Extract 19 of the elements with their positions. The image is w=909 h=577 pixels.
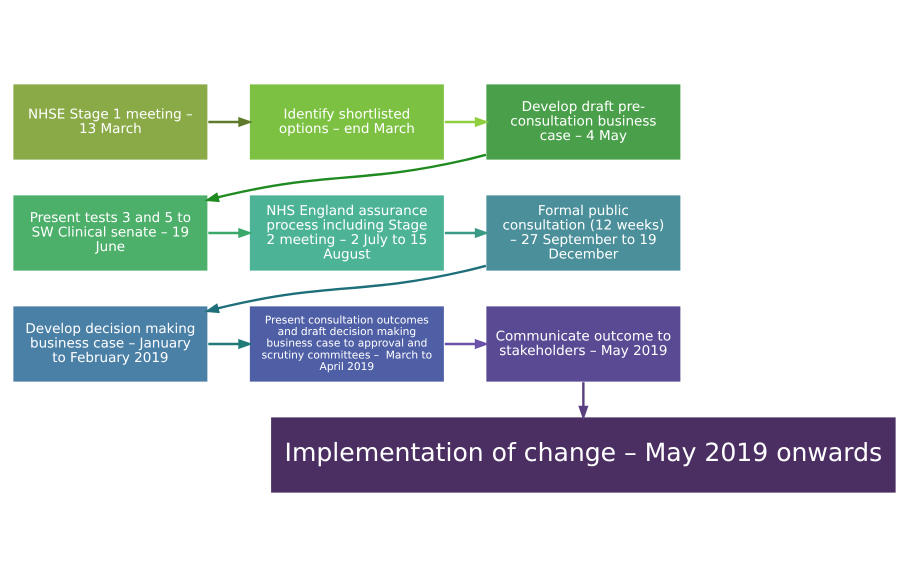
- arrow: [208, 116, 253, 128]
- arrow: [208, 228, 253, 238]
- node-box: Develop decision making business case – January to February 2019: [12, 305, 208, 383]
- node-box: NHSE Stage 1 meeting – 13 March: [12, 83, 208, 161]
- arrow: [444, 116, 490, 128]
- node-box: NHS England assurance process including Stage 2 meeting – 2 July to 15 August: [248, 194, 445, 272]
- node-box: Present consultation outcomes and draft decision making business case to approval and scrutiny committees – March to April 2019: [248, 305, 445, 383]
- node-box: Formal public consultation (12 weeks) – 27 September to 19 December: [485, 194, 682, 272]
- arrow: [444, 228, 490, 238]
- node-box: Present tests 3 and 5 to SW Clinical senate – 19 June: [12, 194, 208, 272]
- node-box: Implementation of change – May 2019 onwards: [270, 416, 897, 494]
- arrow: [208, 338, 253, 350]
- arrow: [204, 264, 486, 314]
- node-box: Develop draft pre-consultation business case – 4 May: [485, 83, 682, 161]
- node-box: Communicate outcome to stakeholders – May 2019: [485, 305, 682, 383]
- node-box: Identify shortlisted options – end March: [248, 83, 445, 161]
- arrow: [578, 382, 588, 420]
- arrow: [204, 154, 486, 202]
- arrow: [444, 338, 490, 350]
